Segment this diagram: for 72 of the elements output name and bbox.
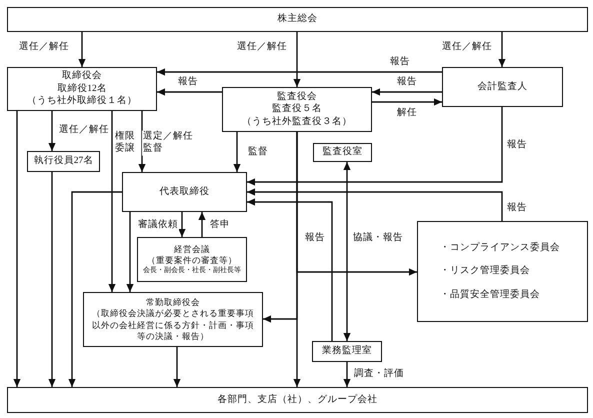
edge-label: 監督 (247, 146, 269, 158)
process-box (137, 237, 247, 282)
node-title: 取締役会 (62, 70, 102, 83)
arrow (293, 132, 301, 387)
edge-label: 選任／解任 (441, 40, 493, 54)
arrow (233, 132, 241, 172)
process-box (122, 172, 247, 212)
node-title: 監査役室 (322, 146, 362, 159)
list-item: ・品質安全管理委員会 (440, 288, 540, 302)
list-item: ・リスク管理委員会 (440, 265, 530, 278)
node-title: 業務監理室 (322, 345, 372, 358)
node-text: （重要案件の審査等） (147, 255, 237, 266)
arrow (157, 68, 442, 76)
process-box (7, 67, 157, 111)
arrow (343, 162, 351, 341)
node-title: 会計監査人 (478, 80, 528, 94)
arrow (48, 172, 56, 387)
edge-label: 答申 (209, 218, 231, 232)
arrow (78, 32, 86, 67)
node-title: 監査役会 (277, 90, 317, 103)
node-text: 監査役５名 (272, 103, 322, 116)
arrow (13, 111, 21, 387)
edge-label: 選任／解任 (236, 40, 288, 54)
band-box (7, 7, 588, 32)
arrow (247, 107, 503, 186)
node-text: （取締役会決議が必要とされる重要事項以外の会社経営に係る方針・計画・事項等の決議・報告） (91, 308, 255, 342)
edge-label: 報告 (506, 202, 528, 214)
edge-label: 解任 (396, 106, 418, 120)
arrow (173, 347, 181, 387)
process-box (222, 87, 372, 132)
process-box (27, 151, 100, 172)
edge-label: 報告 (389, 56, 411, 68)
edge-label: 選任／解任 (18, 40, 70, 54)
edge-label: 協議・報告 (352, 232, 404, 244)
edge-label: 報告 (304, 232, 326, 244)
edge-label: 報告 (177, 76, 199, 88)
edge-label: 報告 (506, 138, 528, 152)
node-title: 各部門、支店（社）、グループ会社 (218, 394, 378, 406)
arrow (68, 191, 122, 387)
arrow (178, 212, 186, 237)
node-text: （うち社外監査役３名） (242, 116, 352, 128)
node-text: （うち社外取締役１名） (27, 95, 137, 108)
arrow (48, 111, 56, 151)
arrow (157, 88, 222, 96)
edge-label: 審議依頼 (137, 218, 179, 232)
band-box (7, 387, 588, 413)
list-item: ・コンプライアンス委員会 (440, 242, 560, 254)
arrow (138, 111, 146, 172)
node-title: 常勤取締役会 (146, 297, 200, 308)
arrow (293, 32, 301, 87)
node-title: 株主総会 (278, 13, 318, 26)
arrow (247, 198, 333, 341)
node-title: 経営会議 (174, 244, 210, 256)
arrow (198, 212, 206, 237)
edge-label: 報告 (396, 76, 418, 88)
arrow (247, 188, 503, 221)
process-box (312, 341, 382, 362)
process-box (313, 143, 372, 162)
process-box (417, 221, 588, 322)
node-text: 取締役12名 (57, 82, 107, 95)
process-box (442, 67, 563, 107)
edge-label: 調査・評価 (353, 368, 405, 380)
node-title: 代表取締役 (160, 186, 210, 198)
arrow (372, 88, 442, 96)
edge-label: 選任／解任 (58, 124, 110, 136)
arrow (372, 98, 442, 106)
arrow (126, 212, 134, 292)
arrow (343, 362, 351, 387)
arrow (498, 32, 506, 67)
process-box (83, 292, 263, 347)
node-title: 執行役員27名 (34, 155, 94, 168)
arrow (108, 111, 116, 292)
